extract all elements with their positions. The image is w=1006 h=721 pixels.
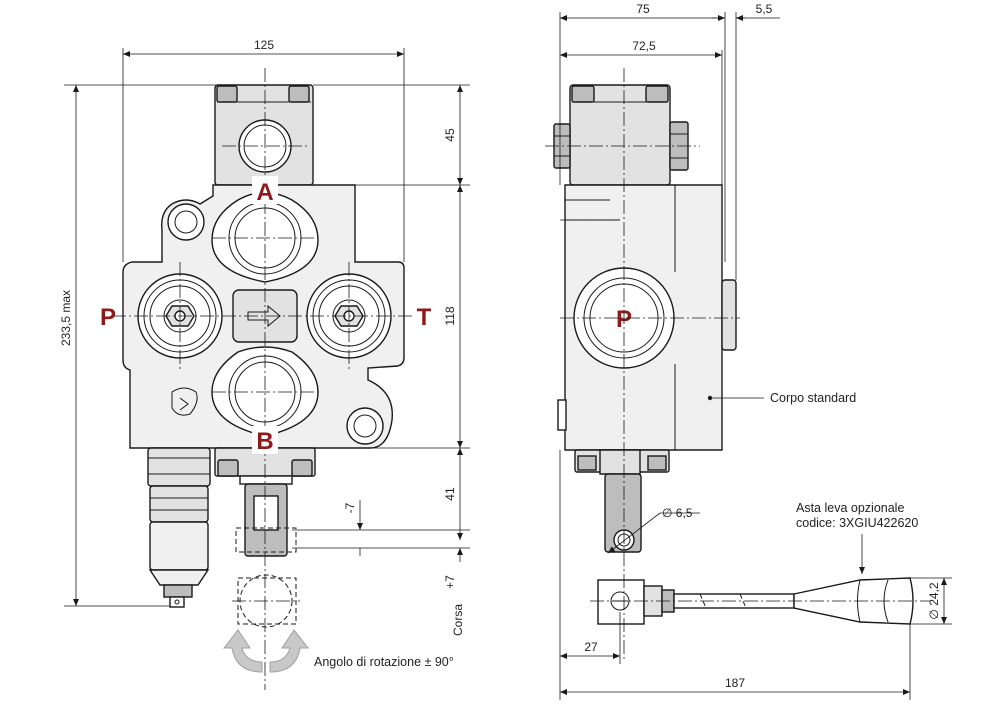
front-view: A B P T 125 233,5 max 45 118 41 -7 +7 Co… xyxy=(59,38,470,690)
lever-label-line1: Asta leva opzionale xyxy=(796,501,904,515)
dim-233-5-max: 233,5 max xyxy=(59,290,73,346)
port-b-label: B xyxy=(256,428,273,455)
dim-hole-6-5: ∅ 6,5 xyxy=(662,506,693,520)
port-p-label: P xyxy=(100,304,116,331)
dim-72-5: 72,5 xyxy=(632,39,656,53)
dim-125: 125 xyxy=(254,38,274,52)
lever-label-line2: codice: 3XGIU422620 xyxy=(796,516,918,530)
dim-minus-7: -7 xyxy=(343,502,357,513)
dim-41: 41 xyxy=(443,487,457,501)
rotation-angle-label: Angolo di rotazione ± 90° xyxy=(314,655,454,669)
spool-side xyxy=(604,473,642,553)
port-t-label: T xyxy=(417,304,432,331)
dim-45: 45 xyxy=(443,128,457,142)
lever-clevis xyxy=(597,579,645,625)
dim-5-5: 5,5 xyxy=(756,2,773,16)
stroke-label: Corsa xyxy=(451,604,465,636)
dim-75: 75 xyxy=(636,2,650,16)
side-view: P 75 5,5 xyxy=(545,2,952,700)
dim-plus-7: +7 xyxy=(443,575,457,589)
body-label: Corpo standard xyxy=(770,391,856,405)
dim-knob-24-2: ∅ 24,2 xyxy=(927,582,941,619)
rotation-arrows-icon xyxy=(222,629,310,673)
dim-27: 27 xyxy=(584,640,598,654)
dim-118: 118 xyxy=(443,306,457,325)
detent-cartridge xyxy=(147,447,211,608)
port-a-label: A xyxy=(256,179,273,206)
dim-187: 187 xyxy=(725,676,745,690)
